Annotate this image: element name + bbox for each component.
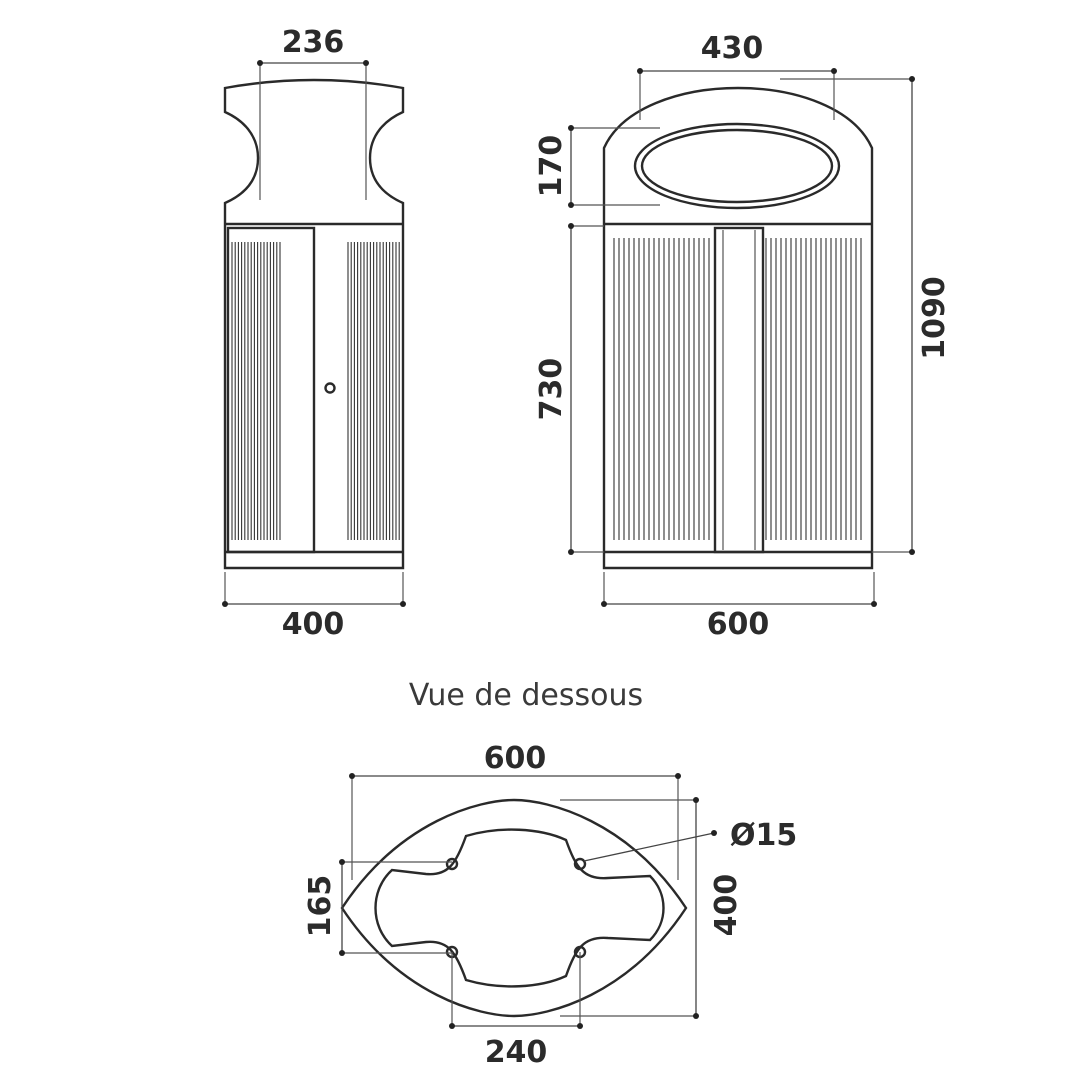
dim-dot bbox=[693, 797, 699, 803]
dim-dot bbox=[339, 950, 345, 956]
bottom-view-title: Vue de dessous bbox=[409, 678, 643, 713]
dim-dot bbox=[577, 1023, 583, 1029]
front-top-width-label: 430 bbox=[701, 31, 764, 66]
front-view-outline bbox=[602, 86, 874, 570]
front-slats-left bbox=[613, 238, 710, 540]
dim-dot bbox=[675, 773, 681, 779]
dim-dot bbox=[568, 202, 574, 208]
dim-dot bbox=[871, 601, 877, 607]
side-view: 236 400 bbox=[222, 25, 406, 642]
side-slats-left bbox=[231, 242, 281, 540]
front-body-width-label: 600 bbox=[707, 607, 770, 642]
dim-dot bbox=[222, 601, 228, 607]
hole-diameter-label: Ø15 bbox=[730, 818, 797, 853]
bottom-view: 600 Ø15 400 165 240 bbox=[303, 741, 797, 1070]
mounting-hole-icon bbox=[445, 857, 459, 871]
front-body-height-label: 730 bbox=[534, 358, 569, 421]
dim-dot bbox=[363, 60, 369, 66]
dim-dot bbox=[601, 601, 607, 607]
bottom-hole-spacing-x-label: 240 bbox=[485, 1035, 548, 1070]
dim-dot bbox=[568, 223, 574, 229]
mounting-hole-icon bbox=[573, 857, 587, 871]
front-view: 430 170 730 1090 600 bbox=[534, 31, 952, 642]
dim-dot bbox=[909, 549, 915, 555]
dim-dot bbox=[349, 773, 355, 779]
dim-dot bbox=[909, 76, 915, 82]
dim-dot bbox=[568, 125, 574, 131]
dim-dot bbox=[257, 60, 263, 66]
dim-dot bbox=[711, 830, 717, 836]
front-oval-inner bbox=[640, 128, 834, 204]
front-center-post bbox=[713, 226, 765, 554]
front-slats-right bbox=[765, 238, 862, 540]
side-slats-right bbox=[347, 242, 400, 540]
side-lock-icon bbox=[324, 382, 336, 394]
front-total-height-label: 1090 bbox=[917, 276, 952, 360]
side-body-width-label: 400 bbox=[282, 607, 345, 642]
front-oval-height-label: 170 bbox=[534, 135, 569, 198]
dim-dot bbox=[449, 1023, 455, 1029]
dim-dot bbox=[693, 1013, 699, 1019]
bottom-depth-label: 400 bbox=[709, 874, 744, 937]
side-top-width-label: 236 bbox=[282, 25, 345, 60]
bottom-hole-spacing-y-label: 165 bbox=[303, 875, 338, 938]
hole-leader-line bbox=[583, 832, 715, 862]
dim-dot bbox=[400, 601, 406, 607]
dim-dot bbox=[568, 549, 574, 555]
front-oval-outer bbox=[633, 122, 841, 210]
dim-dot bbox=[637, 68, 643, 74]
dim-dot bbox=[831, 68, 837, 74]
bottom-width-label: 600 bbox=[484, 741, 547, 776]
bottom-inner-cutout bbox=[374, 828, 665, 988]
dim-dot bbox=[339, 859, 345, 865]
